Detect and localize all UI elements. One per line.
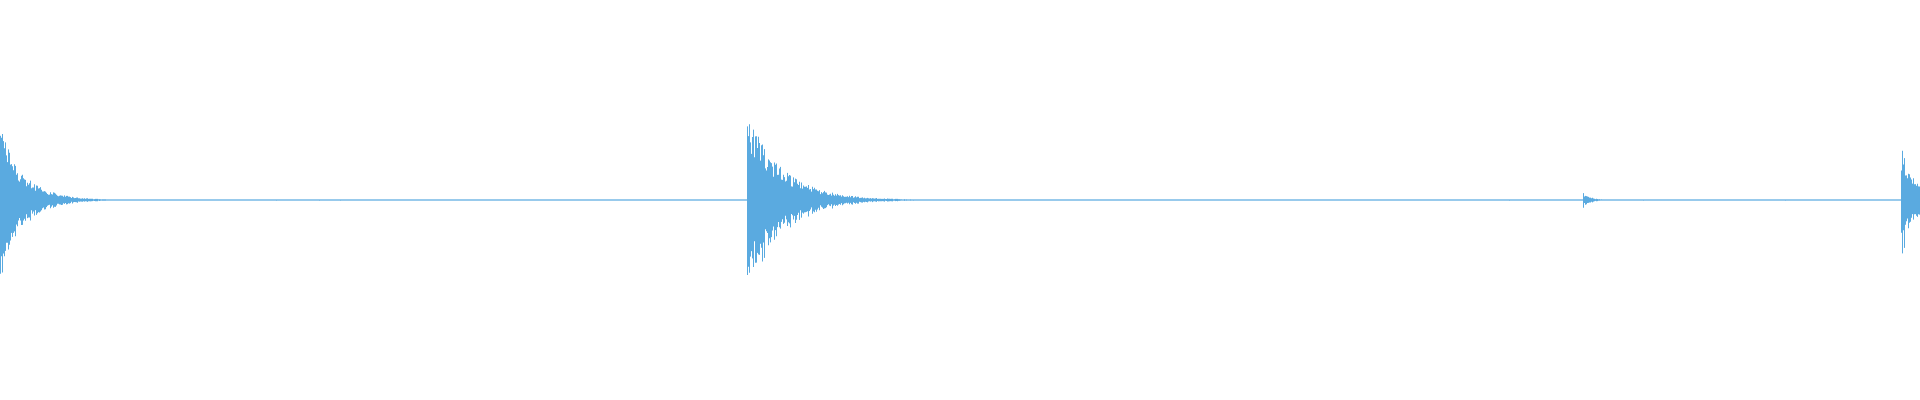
waveform-path xyxy=(0,124,1920,275)
waveform-samples xyxy=(0,124,1920,275)
